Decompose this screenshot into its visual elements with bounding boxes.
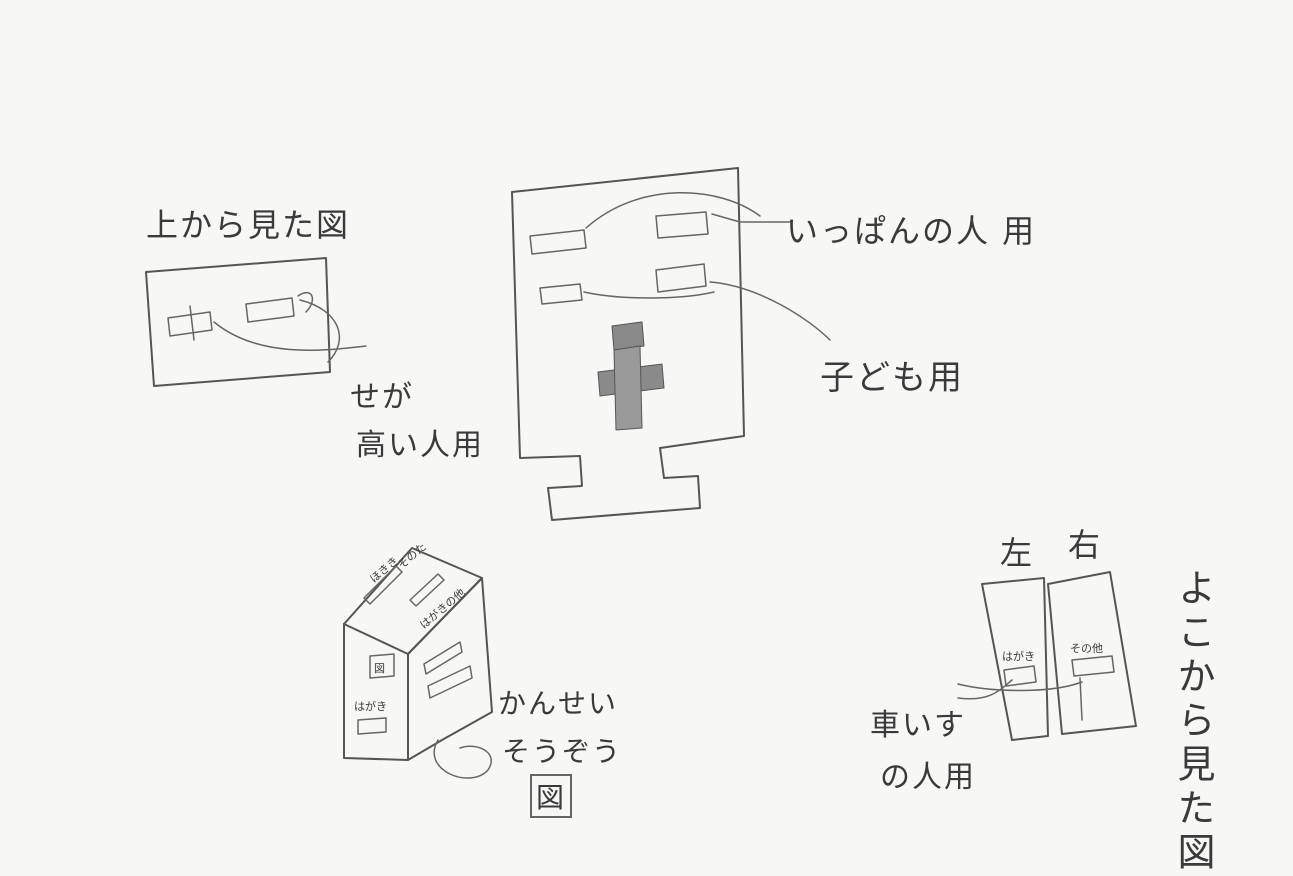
front-tag-2: はがき	[354, 700, 387, 713]
wheelchair-label-line2: の人用	[880, 760, 976, 795]
side-tag-right: その他	[1070, 642, 1103, 655]
sketch-drawing	[145, 167, 1137, 779]
completed-label-line3: 図	[530, 774, 573, 818]
wheelchair-label-line1: 車いす	[870, 708, 966, 743]
tall-user-label-line2: 高い人用	[356, 428, 484, 463]
side-tag-left: はがき	[1002, 650, 1035, 663]
left-label: 左	[1000, 534, 1035, 572]
tall-user-label-line1: せが	[350, 380, 414, 415]
child-user-label: 子ども用	[820, 358, 964, 398]
top-view-sketch	[145, 257, 367, 387]
completed-label-line2: そうぞう	[502, 735, 623, 768]
side-view-sketch	[957, 571, 1137, 741]
right-label: 右	[1068, 526, 1103, 564]
front-tag-1: 図	[374, 662, 385, 675]
general-user-label: いっぱんの人 用	[786, 212, 1037, 250]
top-view-title: 上から見た図	[146, 206, 351, 244]
completed-view-sketch	[343, 547, 493, 779]
side-view-title: よこから見た図	[1171, 568, 1215, 876]
front-view-sketch	[511, 167, 831, 521]
completed-label-line1: かんせい	[498, 687, 619, 720]
